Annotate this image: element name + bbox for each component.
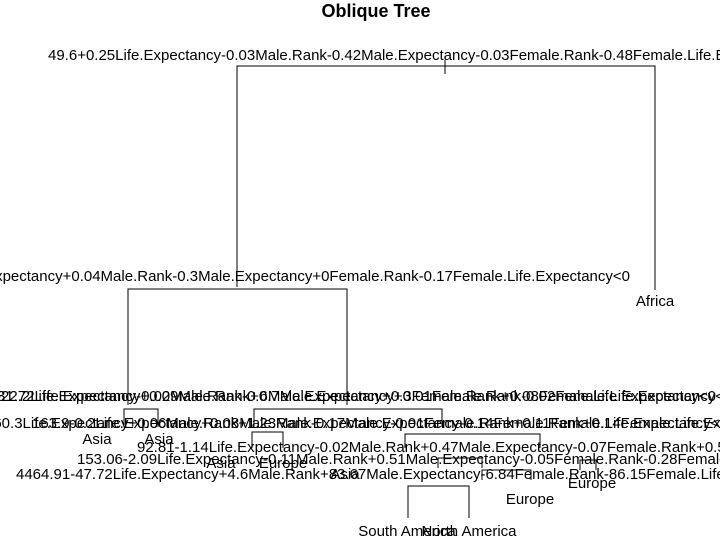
edge-n4 xyxy=(123,408,159,427)
split-label-n4-a: -31.72Life.Expectancy+0.09Male.Rank+0.7M… xyxy=(0,388,720,405)
split-label-n4-b: -22.2Life.Expectancy-0.02Male.Rank-0.6Ma… xyxy=(0,388,716,405)
edge-n37 xyxy=(579,459,597,470)
leaf-europe-3: Europe xyxy=(568,475,616,492)
split-label-n8-a: -160.3Life.Expectancy+0.06Male.Rank+1.23… xyxy=(0,415,720,432)
split-labels: 49.6+0.25Life.Expectancy-0.03Male.Rank-0… xyxy=(0,47,720,483)
edge-n8 xyxy=(251,431,284,448)
leaf-europe-2: Europe xyxy=(506,491,554,508)
leaf-africa: Africa xyxy=(636,293,675,310)
edge-root xyxy=(236,65,656,290)
leaf-south-america: South America xyxy=(358,523,456,540)
edge-n19 xyxy=(481,469,532,480)
split-label-n36: 4464.91-47.72Life.Expectancy+4.6Male.Ran… xyxy=(16,466,720,483)
tree-edges xyxy=(123,60,656,518)
edge-n18 xyxy=(437,457,483,468)
edge-n2 xyxy=(127,288,348,405)
split-label-n2: -0.5Life.Expectancy+0.04Male.Rank-0.3Mal… xyxy=(0,268,630,285)
split-label-n8-b: 163.9-0.2Life.Expectancy+0.08Male.Rank-0… xyxy=(32,415,720,432)
split-label-n9: 92.81-1.14Life.Expectancy-0.02Male.Rank+… xyxy=(137,439,720,456)
leaf-labels: Africa Asia Asia Asia Europe Asia Europe… xyxy=(82,293,674,540)
split-label-n18: 153.06-2.09Life.Expectancy-0.11Male.Rank… xyxy=(77,451,720,468)
leaf-north-america: North America xyxy=(421,523,517,540)
leaf-asia-3: Asia xyxy=(206,455,236,472)
edge-n9 xyxy=(404,433,541,448)
edge-n36 xyxy=(407,485,470,518)
chart-title: Oblique Tree xyxy=(321,1,430,21)
leaf-asia-2: Asia xyxy=(144,431,174,448)
leaf-europe-1: Europe xyxy=(259,455,307,472)
edge-n5 xyxy=(253,408,443,427)
leaf-asia-4: Asia xyxy=(330,466,360,483)
leaf-asia-1: Asia xyxy=(82,431,112,448)
split-label-root: 49.6+0.25Life.Expectancy-0.03Male.Rank-0… xyxy=(48,47,720,64)
